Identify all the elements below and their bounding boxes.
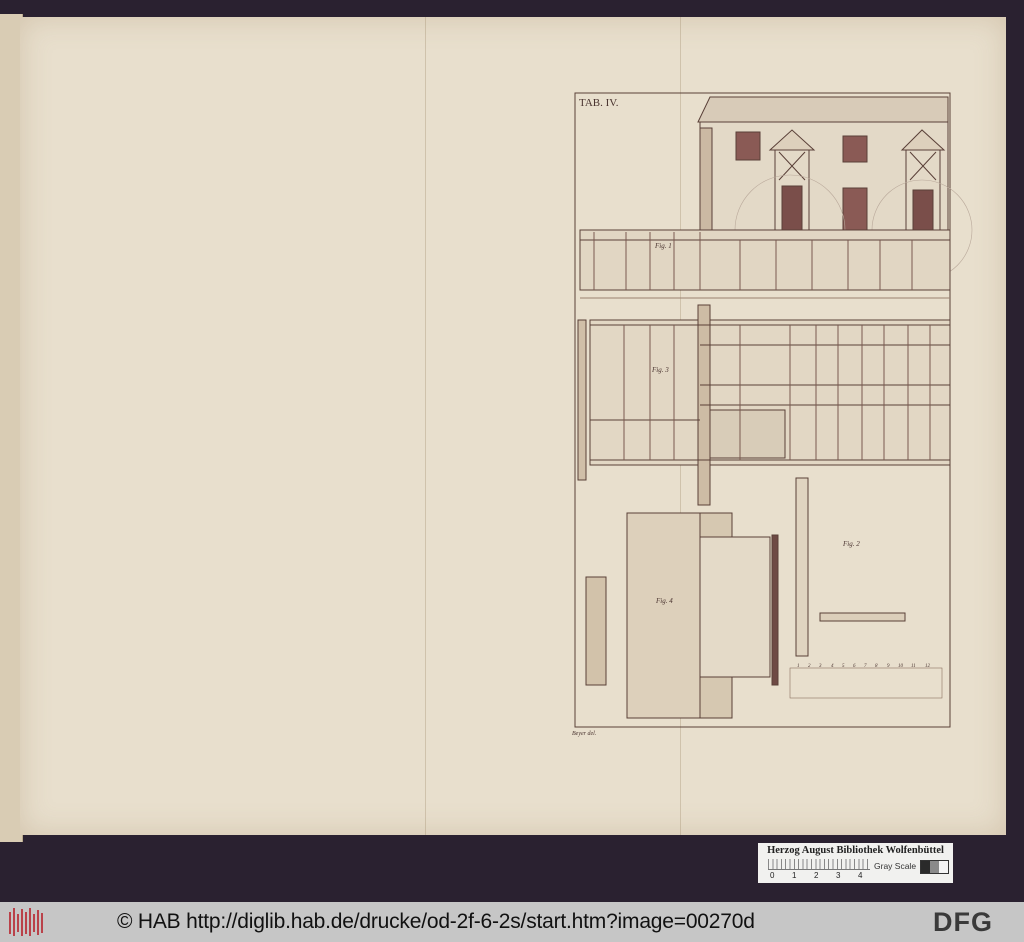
copyright-link[interactable]: © HAB http://diglib.hab.de/drucke/od-2f-… (117, 910, 755, 933)
scale-number: 1 (797, 664, 800, 669)
figure-label: Fig. 3 (651, 366, 669, 374)
footer-bar: © HAB http://diglib.hab.de/drucke/od-2f-… (0, 902, 1024, 942)
page-fold-line (425, 17, 426, 835)
scale-number: 4 (831, 664, 834, 669)
ruler-tick: 2 (814, 871, 819, 880)
ruler-tick: 1 (792, 871, 797, 880)
scale-number: 9 (887, 664, 890, 669)
figure-label: Fig. 4 (655, 597, 673, 605)
gray-scale-swatch (920, 860, 949, 874)
figure-label: Fig. 2 (842, 540, 860, 548)
scale-number: 6 (853, 664, 856, 669)
scale-number: 8 (875, 664, 878, 669)
scale-number: 5 (842, 664, 845, 669)
scale-bar-numbers: 1 2 3 4 5 6 7 8 9 10 11 12 (797, 664, 931, 669)
scale-number: 12 (925, 664, 931, 669)
ruler-tick: 4 (858, 871, 863, 880)
ruler (768, 859, 870, 870)
scale-number: 10 (898, 664, 904, 669)
gray-scale-label: Gray Scale (874, 861, 917, 871)
scale-number: 2 (808, 664, 811, 669)
engraver-signature: Beyer del. (572, 731, 596, 737)
scale-number: 11 (911, 664, 916, 669)
hab-logo-icon (9, 908, 43, 936)
fig-1-section (579, 229, 951, 299)
plate-title: TAB. IV. (579, 97, 619, 109)
figure-label: Fig. 1 (654, 242, 672, 250)
scale-number: 3 (819, 664, 822, 669)
dfg-logo: DFG (933, 907, 993, 937)
institution-name: Herzog August Bibliothek Wolfenbüttel (767, 845, 944, 856)
color-calibration-card: Herzog August Bibliothek Wolfenbüttel 0 … (758, 843, 953, 883)
fig-4-detail (585, 477, 943, 719)
ruler-tick: 3 (836, 871, 841, 880)
scale-number: 7 (864, 664, 867, 669)
ruler-tick: 0 (770, 871, 775, 880)
fig-3-plan (577, 304, 951, 506)
